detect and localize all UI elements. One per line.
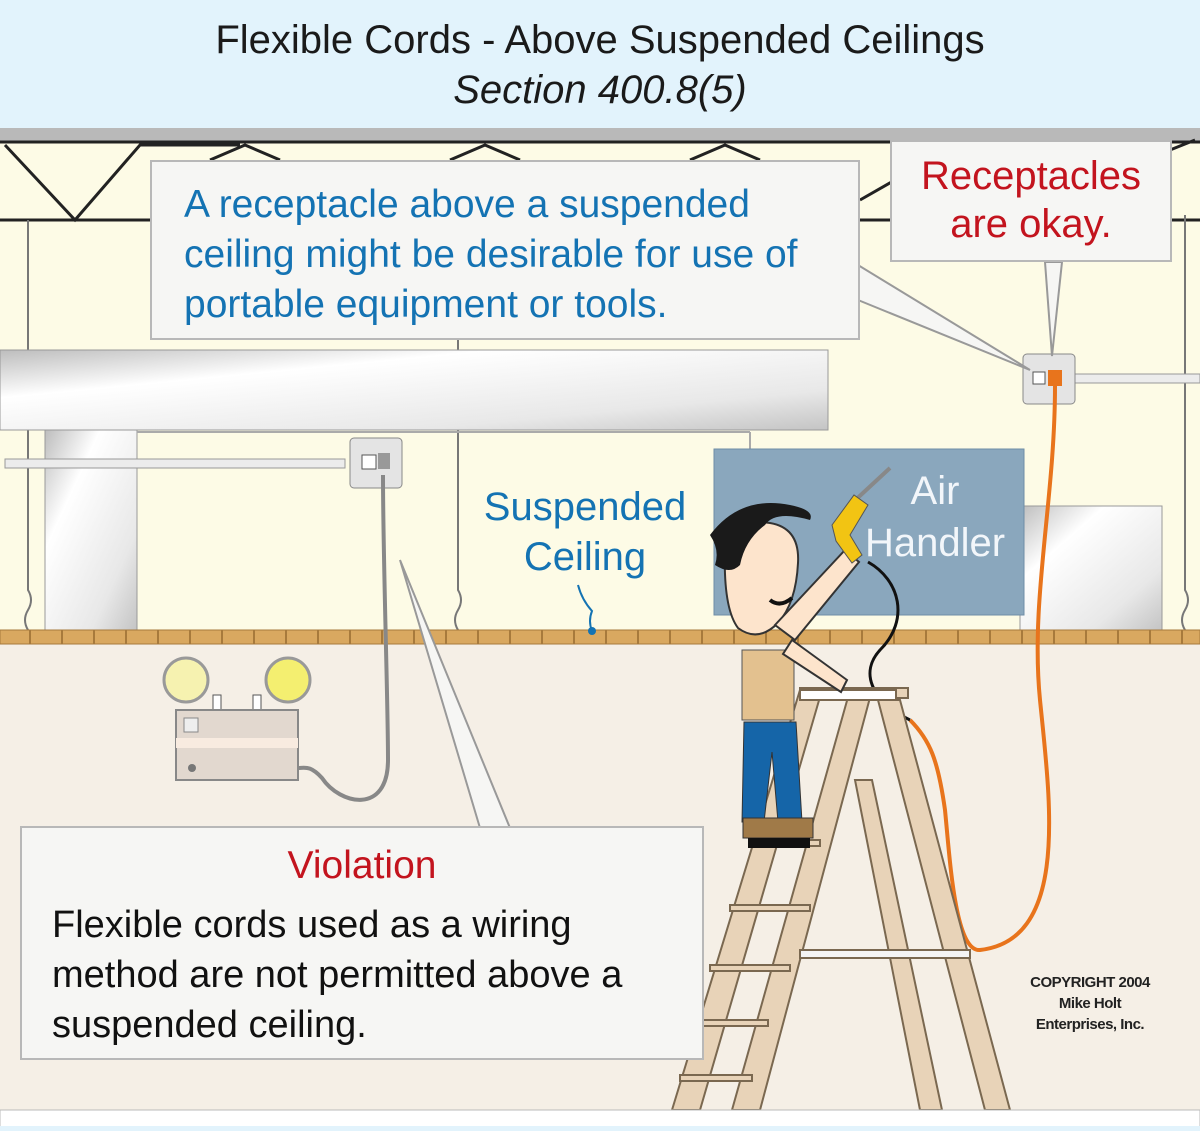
copyright-line-2: Mike Holt (1058, 995, 1122, 1012)
info-callout-text: A receptacle above a suspended ceiling m… (184, 183, 798, 326)
okay-callout-text: Receptacles are okay. (920, 154, 1142, 246)
power-drill (831, 466, 892, 564)
flexible-cord-violation (297, 474, 391, 802)
extension-cord (908, 385, 1057, 952)
copyright-line-3: Enterprises, Inc. (1035, 1016, 1145, 1033)
roof-beam (0, 128, 1200, 142)
okay-callout: Receptacles are okay. (890, 140, 1172, 262)
suspended-ceiling-grid (0, 629, 1200, 645)
suspended-ceiling-label: Suspended Ceiling (483, 485, 687, 579)
receptacle-box-left (349, 437, 403, 489)
air-handler-label: Air Handler (864, 469, 1006, 565)
violation-heading: Violation (287, 844, 437, 887)
section-reference: Section 400.8(5) (453, 68, 747, 112)
floor-edge (0, 1109, 1200, 1131)
hanger-wires (24, 215, 1189, 631)
violation-callout: Violation Flexible cords used as a wirin… (20, 826, 704, 1060)
violation-body: Flexible cords used as a wiring method a… (52, 904, 623, 1046)
conduit-left (4, 458, 346, 469)
emergency-light (162, 656, 312, 781)
page-title: Flexible Cords - Above Suspended Ceiling… (215, 18, 985, 62)
ceiling-pointer (577, 584, 594, 632)
step-ladder (670, 687, 1012, 1111)
conduit-right (1074, 373, 1200, 384)
info-callout: A receptacle above a suspended ceiling m… (150, 160, 860, 340)
copyright-notice: COPYRIGHT 2004 Mike Holt Enterprises, In… (990, 972, 1190, 1035)
copyright-line-1: COPYRIGHT 2004 (1030, 974, 1150, 991)
ceiling-tiles (29, 630, 1183, 644)
header-banner: Flexible Cords - Above Suspended Ceiling… (0, 0, 1200, 128)
worker-figure (710, 503, 861, 848)
duct-main (0, 349, 829, 431)
receptacle-box-right (1022, 353, 1076, 405)
